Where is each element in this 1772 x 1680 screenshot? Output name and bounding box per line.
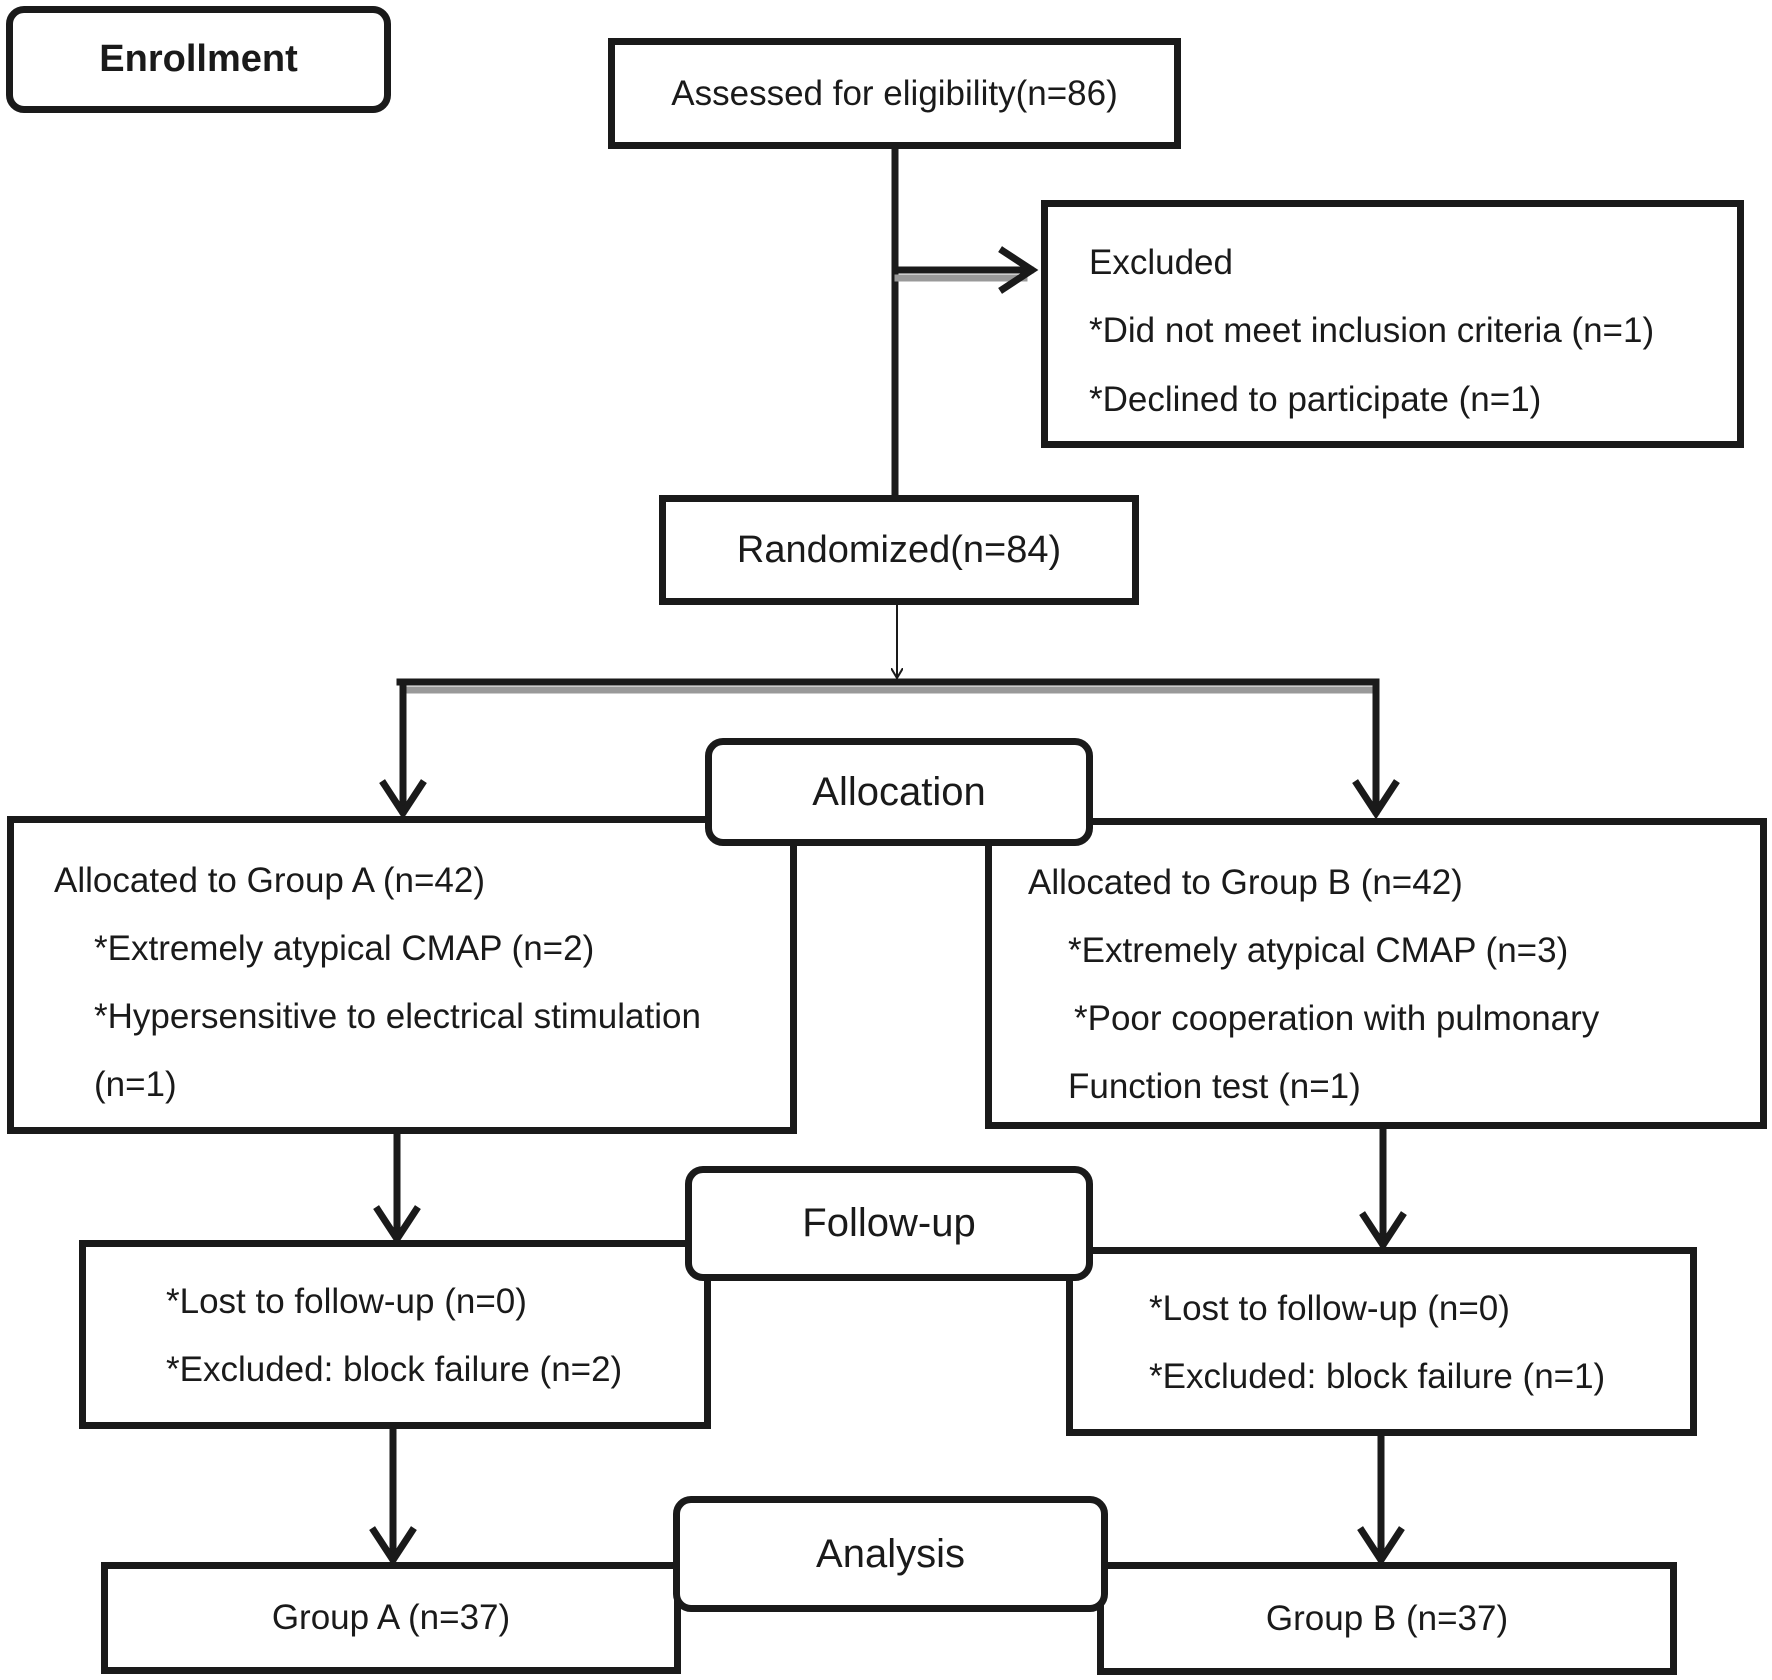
follow-up-stage-label: Follow-up: [685, 1166, 1093, 1281]
left-analysis-arrowhead: [369, 1526, 417, 1567]
randomized-box: Randomized(n=84): [659, 495, 1139, 605]
left-drop-arrowhead: [379, 779, 427, 820]
analysis-label: Analysis: [816, 1531, 965, 1576]
group-a-allocated: Allocated to Group A (n=42): [54, 861, 485, 900]
group-b-follow-up-item: *Excluded: block failure (n=1): [1149, 1357, 1606, 1396]
excluded-item: *Did not meet inclusion criteria (n=1): [1089, 311, 1655, 350]
assessed-text: Assessed for eligibility(n=86): [671, 73, 1118, 113]
group-a-exclusion: *Extremely atypical CMAP (n=2): [94, 929, 595, 968]
enrollment-stage-label: Enrollment: [6, 6, 391, 113]
group-a-follow-up-item: *Excluded: block failure (n=2): [166, 1350, 623, 1389]
right-drop-arrowhead: [1352, 779, 1400, 820]
group-a-allocation-box: Allocated to Group A (n=42) *Extremely a…: [7, 816, 797, 1134]
group-b-allocation-box: Allocated to Group B (n=42) *Extremely a…: [985, 818, 1767, 1129]
excluded-box: Excluded *Did not meet inclusion criteri…: [1041, 200, 1744, 448]
group-b-analysis-text: Group B (n=37): [1265, 1598, 1509, 1638]
excluded-title: Excluded: [1089, 243, 1233, 282]
group-a-analysis-text: Group A (n=37): [271, 1598, 511, 1637]
analysis-stage-label: Analysis: [673, 1496, 1108, 1612]
group-b-analysis-box: Group B (n=37): [1097, 1562, 1677, 1675]
group-a-exclusion: *Hypersensitive to electrical stimulatio…: [94, 997, 701, 1036]
left-follow-arrowhead: [373, 1205, 421, 1246]
right-follow-arrowhead: [1359, 1211, 1407, 1252]
group-a-exclusion: (n=1): [94, 1065, 177, 1104]
excluded-item: *Declined to participate (n=1): [1089, 380, 1542, 419]
group-b-allocated: Allocated to Group B (n=42): [1028, 863, 1463, 902]
group-b-follow-up-item: *Lost to follow-up (n=0): [1149, 1289, 1510, 1328]
enrollment-label: Enrollment: [99, 38, 298, 80]
follow-up-label: Follow-up: [802, 1201, 976, 1245]
group-b-exclusion: *Poor cooperation with pulmonary: [1074, 999, 1600, 1038]
right-analysis-arrowhead: [1357, 1526, 1405, 1567]
assessed-box: Assessed for eligibility(n=86): [608, 38, 1181, 149]
group-a-follow-up-item: *Lost to follow-up (n=0): [166, 1282, 527, 1321]
group-b-exclusion: *Extremely atypical CMAP (n=3): [1068, 931, 1569, 970]
group-b-exclusion: Function test (n=1): [1068, 1067, 1361, 1106]
allocation-label: Allocation: [812, 769, 986, 814]
excluded-arrowhead: [998, 246, 1039, 294]
group-a-analysis-box: Group A (n=37): [101, 1562, 681, 1674]
allocation-stage-label: Allocation: [705, 738, 1093, 846]
group-b-follow-up-box: *Lost to follow-up (n=0) *Excluded: bloc…: [1066, 1247, 1697, 1436]
group-a-follow-up-box: *Lost to follow-up (n=0) *Excluded: bloc…: [79, 1240, 711, 1429]
randomized-text: Randomized(n=84): [736, 528, 1062, 571]
